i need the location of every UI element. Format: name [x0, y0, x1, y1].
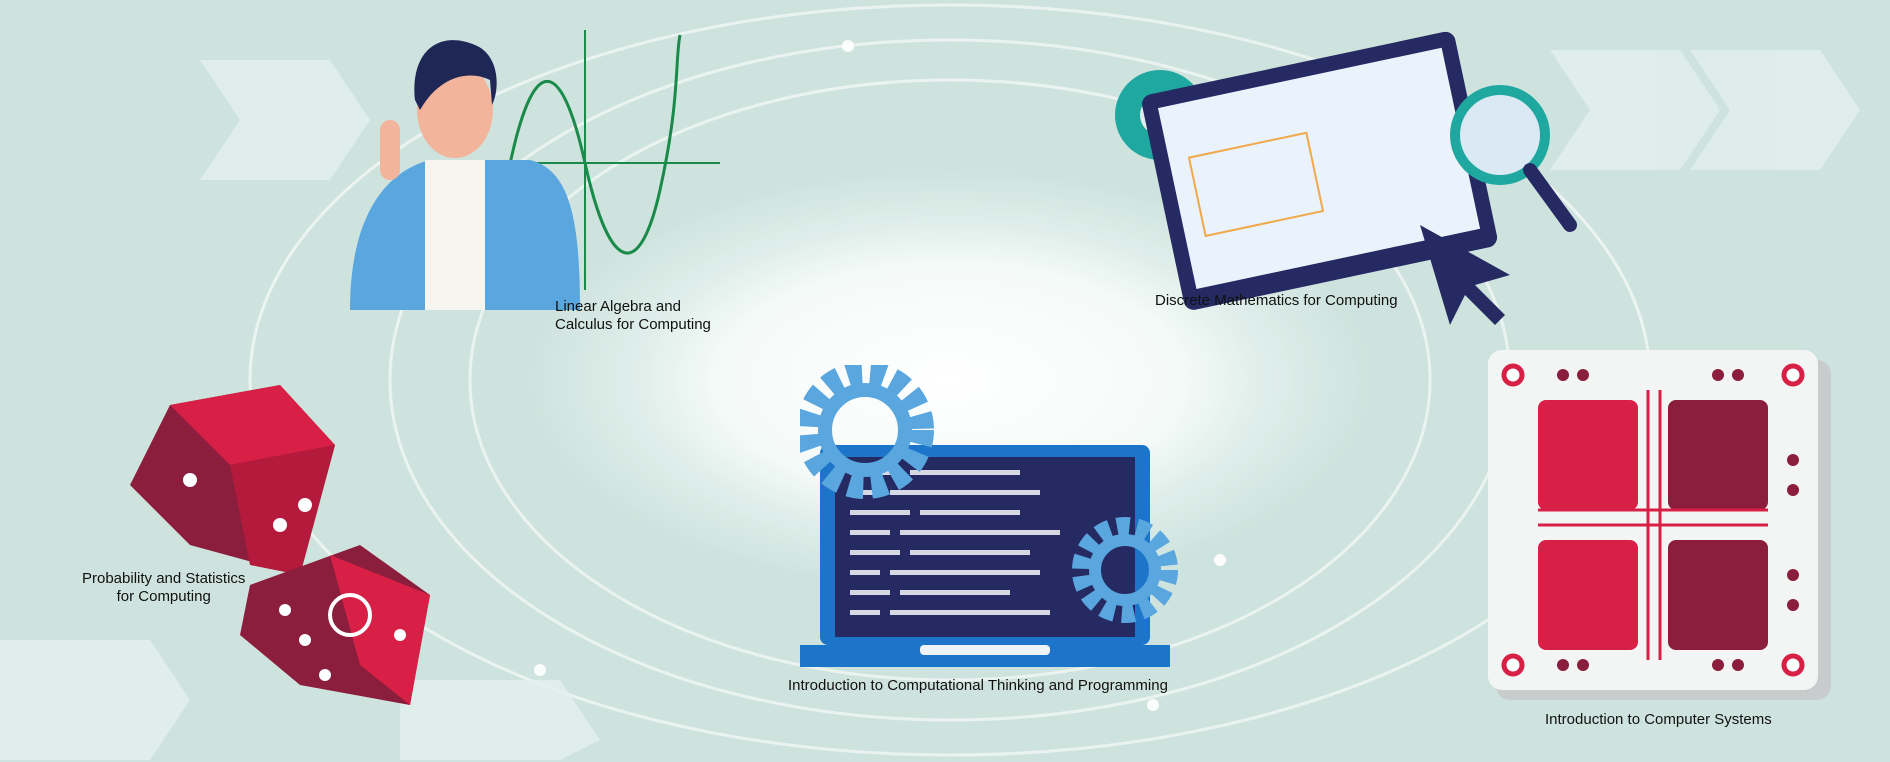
label-line: Calculus for Computing — [555, 316, 711, 333]
label-line: Introduction to Computer Systems — [1545, 711, 1772, 728]
label-line: Introduction to Computational Thinking a… — [788, 677, 1168, 694]
circuit-chip-icon — [1488, 350, 1831, 700]
course-label-computational-thinking: Introduction to Computational Thinking a… — [788, 677, 1168, 695]
course-label-linear-algebra: Linear Algebra and Calculus for Computin… — [555, 298, 711, 334]
dice-icon — [130, 385, 430, 705]
label-line: Probability and Statistics — [82, 570, 246, 587]
label-line: Discrete Mathematics for Computing — [1155, 292, 1398, 309]
laptop-code-gears-icon — [800, 365, 1178, 667]
monitor-formulas-icon — [1115, 31, 1577, 325]
course-label-probability: Probability and Statistics for Computing — [82, 570, 245, 606]
teacher-graph-icon — [350, 30, 720, 310]
label-line: for Computing — [116, 588, 211, 605]
course-label-discrete-math: Discrete Mathematics for Computing — [1155, 292, 1398, 310]
label-line: Linear Algebra and — [555, 298, 681, 315]
course-label-computer-systems: Introduction to Computer Systems — [1545, 711, 1772, 729]
